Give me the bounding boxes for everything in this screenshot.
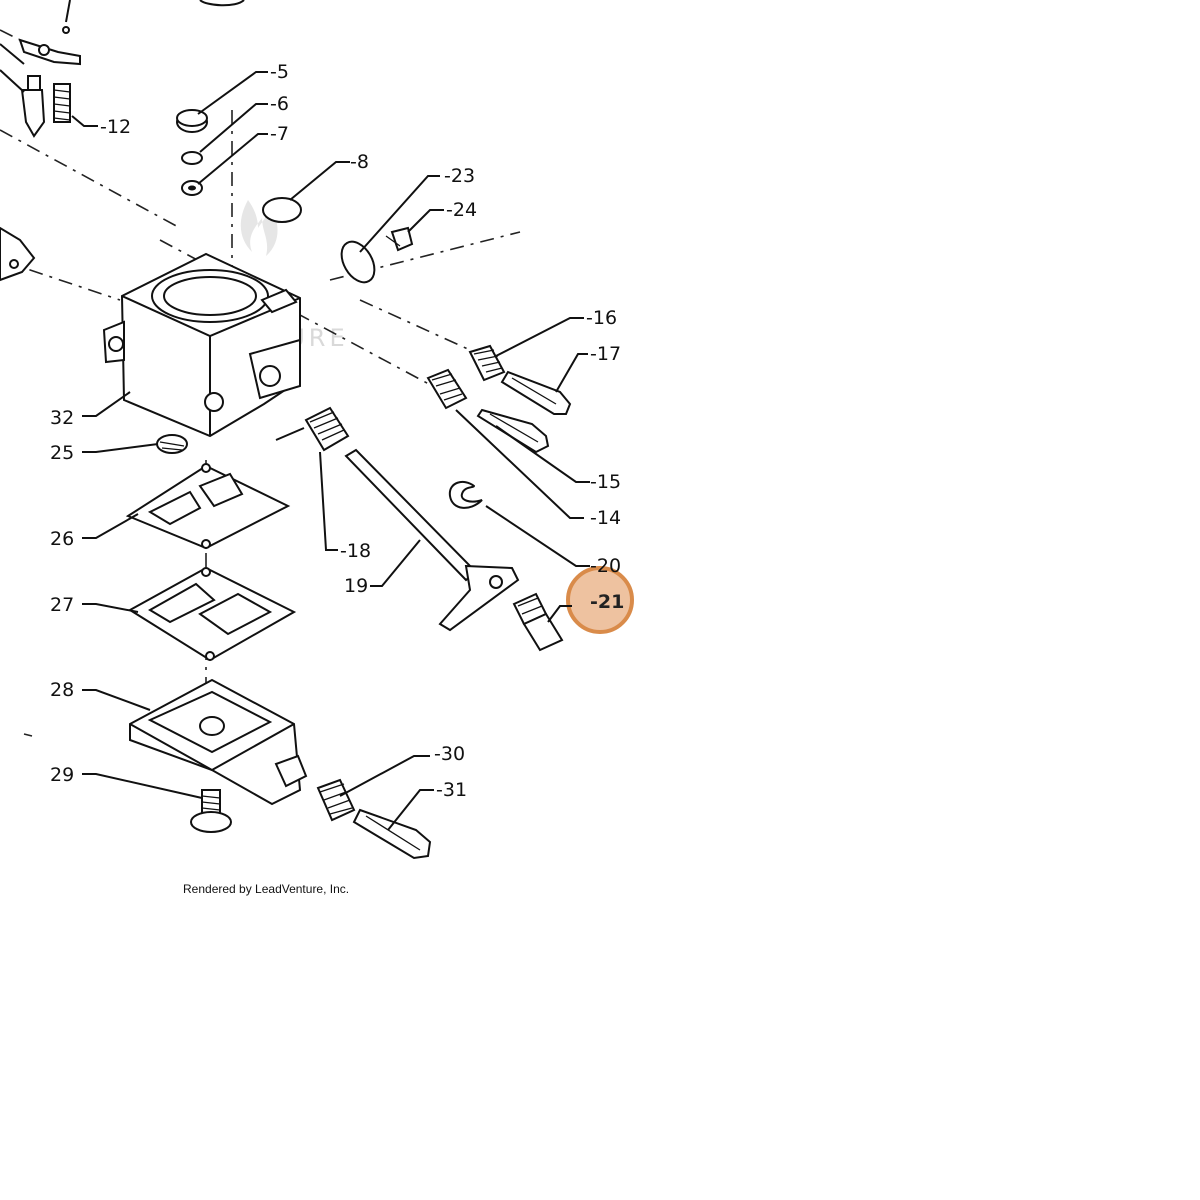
leader-21 (547, 605, 572, 623)
callout-21[interactable]: -21 (590, 591, 624, 613)
callout-30[interactable]: -30 (434, 743, 465, 765)
part-8-disc (262, 197, 302, 223)
callout-27[interactable]: 27 (50, 594, 74, 616)
callout-20[interactable]: -20 (590, 555, 621, 577)
callout-31[interactable]: -31 (436, 779, 467, 801)
callout-15[interactable]: -15 (590, 471, 621, 493)
part-21-plug (512, 592, 564, 652)
choke-shaft (344, 448, 520, 632)
callout-26[interactable]: 26 (50, 528, 74, 550)
highlight-callout-21[interactable] (566, 566, 634, 634)
callout-18[interactable]: -18 (340, 540, 371, 562)
carburetor-body (102, 252, 301, 438)
callout-14[interactable]: -14 (590, 507, 621, 529)
idle-screw-set (468, 344, 572, 415)
callout-16[interactable]: -16 (586, 307, 617, 329)
part-20-clip (448, 480, 483, 509)
callout-25[interactable]: 25 (50, 442, 74, 464)
callout-7[interactable]: -7 (270, 123, 289, 145)
part-28-cover (129, 678, 308, 806)
callout-19[interactable]: 19 (344, 575, 368, 597)
bracket-fragment (0, 226, 36, 282)
callout-12[interactable]: -12 (100, 116, 131, 138)
mixture-screw-set (426, 368, 550, 454)
callout-6[interactable]: -6 (270, 93, 289, 115)
callout-labels: -5 -6 -7 -8 -12 -23 -24 -16 -17 32 25 -1… (50, 61, 624, 801)
callout-24[interactable]: -24 (446, 199, 477, 221)
credit-text: Rendered by LeadVenture, Inc. (183, 882, 349, 896)
part-29-screw (190, 789, 232, 833)
callout-32[interactable]: 32 (50, 407, 74, 429)
disc-parts (176, 109, 208, 196)
callout-5[interactable]: -5 (270, 61, 289, 83)
needle-valve-linkage (0, 0, 245, 138)
callout-8[interactable]: -8 (350, 151, 369, 173)
callout-28[interactable]: 28 (50, 679, 74, 701)
part-26-gasket (125, 463, 291, 550)
part-18-spring (275, 406, 350, 452)
leader-lines (71, 71, 590, 831)
part-25-nut (156, 434, 188, 454)
throttle-plate (340, 226, 414, 284)
callout-17[interactable]: -17 (590, 343, 621, 365)
part-27-diaphragm (128, 566, 297, 662)
adjust-screw-set (316, 778, 432, 860)
callout-29[interactable]: 29 (50, 764, 74, 786)
callout-23[interactable]: -23 (444, 165, 475, 187)
